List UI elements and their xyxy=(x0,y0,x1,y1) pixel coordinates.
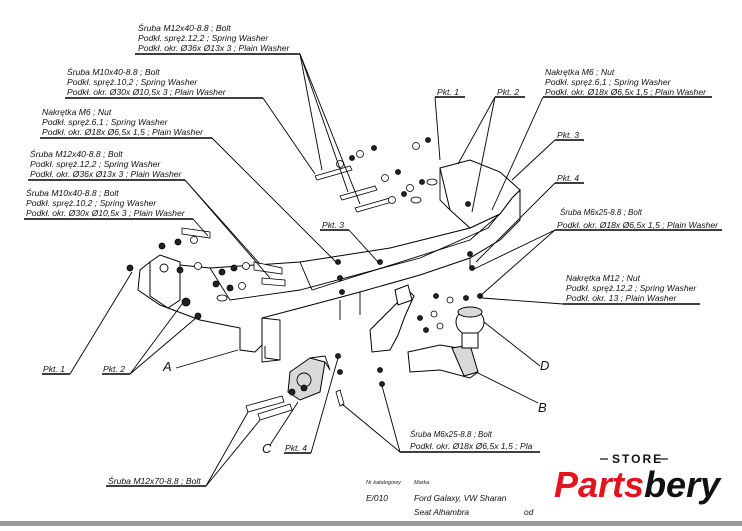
from-label: od xyxy=(524,507,534,517)
callout-nut-m6-right-line-3: Podkł. okr. Ø18x Ø6,5x 1,5 ; Plain Washe… xyxy=(545,87,707,97)
callout-nut-m12: Nakrętka M12 ; Nut Podkł. spręż.12,2 ; S… xyxy=(566,273,697,303)
callout-nut-m6-right-line-1: Nakrętka M6 ; Nut xyxy=(545,67,615,77)
title-block: Nr katalogowy E/010 Marka Ford Galaxy, V… xyxy=(366,480,534,517)
point-label-pkt3-right: Pkt. 3 xyxy=(557,130,579,140)
bottom-edge-bar xyxy=(0,521,742,526)
callout-bolt-top-line-3: Podkł. okr. Ø36x Ø13x 3 ; Plain Washer xyxy=(138,43,291,53)
logo-store-text: STORE xyxy=(612,452,663,466)
hardware-bottom-left xyxy=(245,384,308,421)
callout-bolt-m10-top-line-1: Śruba M10x40-8.8 ; Bolt xyxy=(67,66,160,77)
point-label-pkt4-bottom: Pkt. 4 xyxy=(285,443,307,453)
callout-bolt-m6-bottom-line-1: Śruba M6x25-8.8 ; Bolt xyxy=(410,430,493,439)
callout-bolt-top-line-2: Podkł. spręż.12,2 ; Spring Washer xyxy=(138,33,269,43)
right-side-bracket xyxy=(439,159,521,229)
part-letter-c: C xyxy=(262,441,272,456)
logo-parts-text: Parts xyxy=(554,464,644,505)
callout-bolt-top: Śruba M12x40-8.8 ; Bolt Podkł. spręż.12,… xyxy=(138,22,291,53)
callout-bolt-m10-top-line-2: Podkł. spręż.10,2 ; Spring Washer xyxy=(67,77,198,87)
logo-wordmark: Partsbery xyxy=(554,464,722,505)
callout-nut-m6-left-line-3: Podkł. okr. Ø18x Ø6,5x 1,5 ; Plain Washe… xyxy=(42,127,204,137)
partsbery-store-logo: STORE Partsbery xyxy=(554,452,722,505)
catalog-number-value: E/010 xyxy=(366,493,388,503)
callout-nut-m6-left-line-2: Podkł. spręż.6,1 ; Spring Washer xyxy=(42,117,169,127)
vehicle-line-1: Ford Galaxy, VW Sharan xyxy=(414,493,507,503)
leader-lines xyxy=(24,53,722,487)
callout-nut-m6-right-line-2: Podkł. spręż.6,1 ; Spring Washer xyxy=(545,77,672,87)
tow-ball-carrier xyxy=(369,284,485,379)
make-label: Marka xyxy=(414,480,429,486)
part-letter-d: D xyxy=(540,358,549,373)
part-letter-a: A xyxy=(162,359,172,374)
logo-bery-text: bery xyxy=(644,464,722,505)
point-label-pkt1-left: Pkt. 1 xyxy=(43,364,65,374)
callout-bolt-m6-bottom-line-2: Podkł. okr. Ø18x Ø6,5x 1,5 ; Pla xyxy=(410,441,533,451)
vehicle-line-2: Seat Alhambra xyxy=(414,507,469,517)
callout-bolt-m6-right: Śruba M6x25-8.8 ; Bolt Podkł. okr. Ø18x … xyxy=(557,208,719,230)
callout-bolt-m12-left-line-3: Podkł. okr. Ø36x Ø13x 3 ; Plain Washer xyxy=(30,169,183,179)
hardware-top-right xyxy=(314,137,475,271)
point-label-pkt3-mid: Pkt. 3 xyxy=(322,220,344,230)
callout-nut-m6-right: Nakrętka M6 ; Nut Podkł. spręż.6,1 ; Spr… xyxy=(545,67,707,97)
callout-bolt-m10-left-line-1: Śruba M10x40-8.8 ; Bolt xyxy=(26,187,119,198)
callout-nut-m12-line-1: Nakrętka M12 ; Nut xyxy=(566,273,641,283)
point-label-pkt4-right: Pkt. 4 xyxy=(557,173,579,183)
callout-bolt-m12-left-line-1: Śruba M12x40-8.8 ; Bolt xyxy=(30,148,123,159)
callout-nut-m6-left-line-1: Nakrętka M6 ; Nut xyxy=(42,107,112,117)
point-label-pkt2-left: Pkt. 2 xyxy=(103,364,125,374)
callout-bolt-m12-left-line-2: Podkł. spręż.12,2 ; Spring Washer xyxy=(30,159,161,169)
point-label-pkt2-top: Pkt. 2 xyxy=(497,87,519,97)
callout-bolt-m6-right-line-2: Podkł. okr. Ø18x Ø6,5x 1,5 ; Plain Washe… xyxy=(557,220,719,230)
hardware-left xyxy=(126,227,286,320)
callout-nut-m12-line-3: Podkł. okr. 13 ; Plain Washer xyxy=(566,293,677,303)
callout-bolt-m12x70: Śruba M12x70-8.8 ; Bolt xyxy=(108,475,201,486)
callout-bolt-m10-left-line-3: Podkł. okr. Ø30x Ø10,5x 3 ; Plain Washer xyxy=(26,208,186,218)
callout-nut-m12-line-2: Podkł. spręż.12,2 ; Spring Washer xyxy=(566,283,697,293)
callout-bolt-m12-left: Śruba M12x40-8.8 ; Bolt Podkł. spręż.12,… xyxy=(30,148,183,179)
callout-bolt-m10-left-line-2: Podkł. spręż.10,2 ; Spring Washer xyxy=(26,198,157,208)
left-side-bracket xyxy=(149,254,181,309)
callout-bolt-m6-right-line-1: Śruba M6x25-8.8 ; Bolt xyxy=(560,208,643,217)
callout-bolt-m6-bottom: Śruba M6x25-8.8 ; Bolt Podkł. okr. Ø18x … xyxy=(410,430,533,451)
catalog-number-label: Nr katalogowy xyxy=(366,480,402,486)
callout-nut-m6-left: Nakrętka M6 ; Nut Podkł. spręż.6,1 ; Spr… xyxy=(42,107,204,137)
part-letter-b: B xyxy=(538,400,547,415)
callout-bolt-m10-top-line-3: Podkł. okr. Ø30x Ø10,5x 3 ; Plain Washer xyxy=(67,87,227,97)
callout-bolt-m10-top: Śruba M10x40-8.8 ; Bolt Podkł. spręż.10,… xyxy=(67,66,227,97)
point-label-pkt1-top: Pkt. 1 xyxy=(437,87,459,97)
callout-bolt-top-line-1: Śruba M12x40-8.8 ; Bolt xyxy=(138,22,231,33)
socket-plate xyxy=(287,355,331,401)
callout-bolt-m10-left: Śruba M10x40-8.8 ; Bolt Podkł. spręż.10,… xyxy=(26,187,186,218)
